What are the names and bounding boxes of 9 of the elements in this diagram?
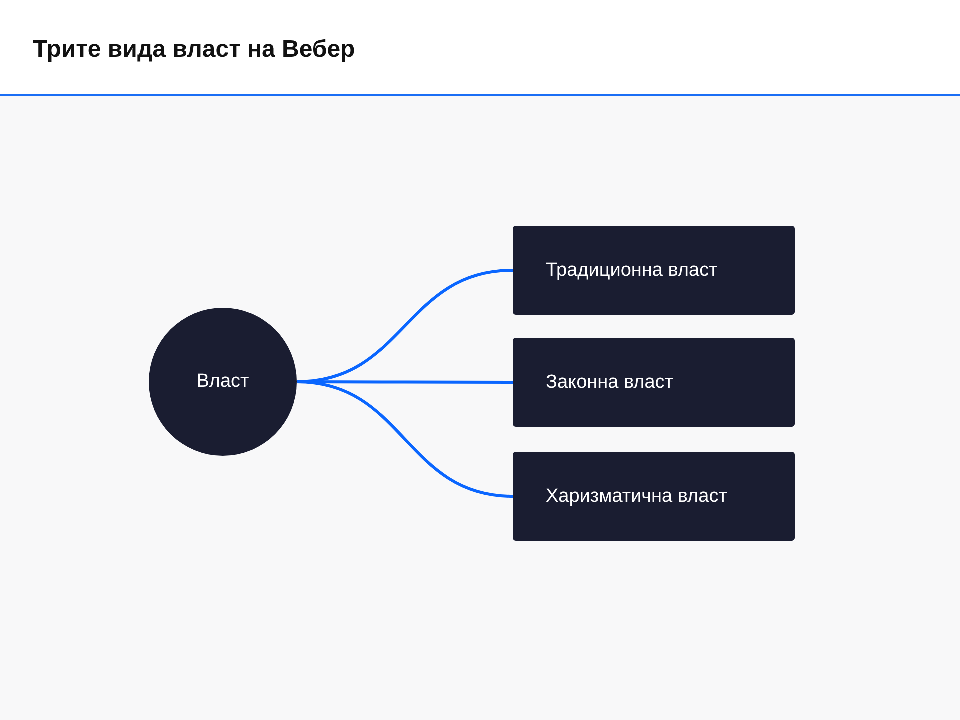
node-label: Власт [196,371,250,393]
node-label: Харизматична власт [546,486,728,508]
process-box [513,338,795,427]
node-label: Традиционна власт [546,260,718,282]
title: Трите вида власт на Вебер [33,36,356,64]
connector-line [296,380,514,498]
process-box [513,452,795,541]
node-label: Законна власт [546,372,674,394]
process-box [513,226,795,315]
